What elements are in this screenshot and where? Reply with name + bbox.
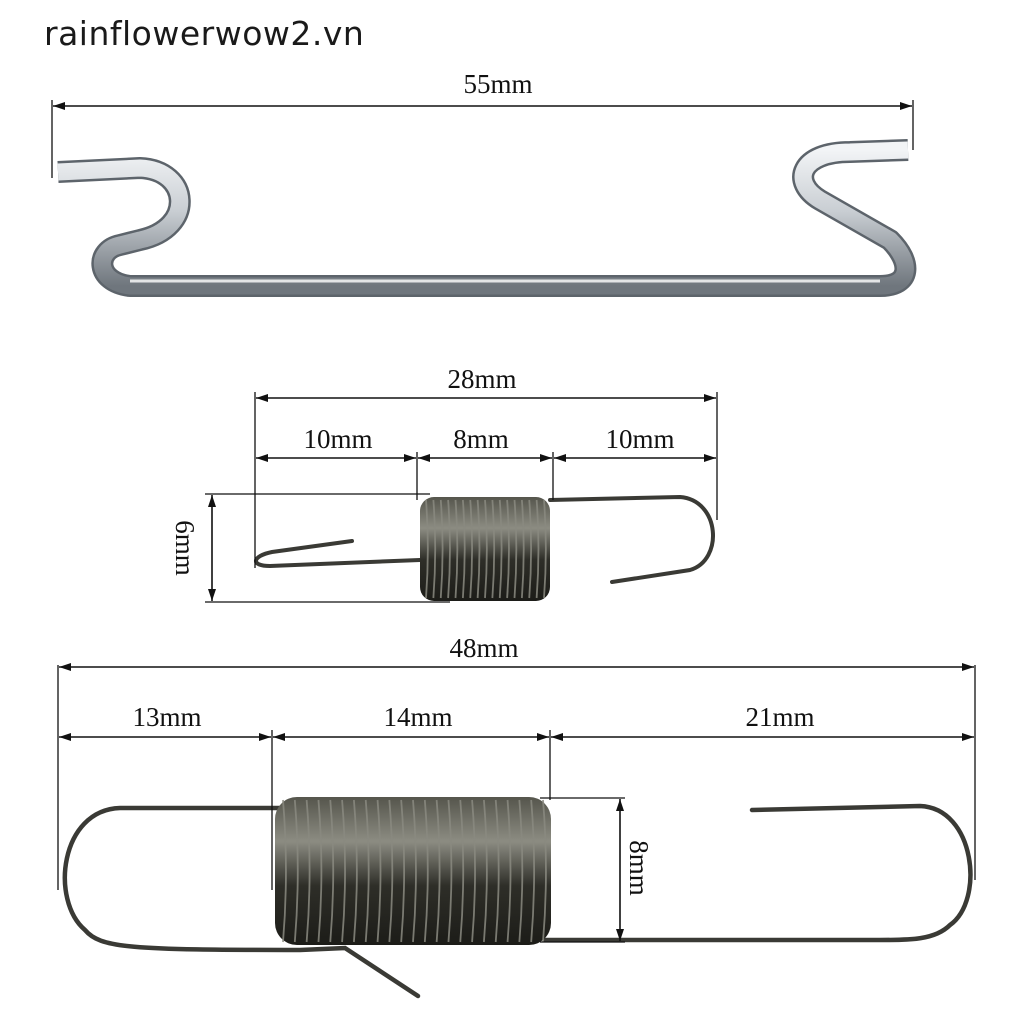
coil-turn	[498, 499, 503, 599]
coil-turn	[435, 799, 441, 943]
dimension-label-right-10mm: 10mm	[605, 424, 674, 454]
coil-turn	[329, 799, 335, 943]
hook-rod-outline	[57, 139, 917, 297]
coil-turn	[400, 799, 406, 943]
hook-rod	[57, 139, 917, 297]
watermark-text: rainflowerwow2.vn	[44, 14, 365, 53]
small-spring-dimensions: 28mm 10mm 8mm 10mm 6mm	[170, 364, 718, 603]
large-spring-left-loop	[62, 805, 421, 999]
large-spring	[62, 797, 973, 999]
coil-turn	[520, 499, 525, 599]
coil-turn	[491, 499, 496, 599]
dimension-label-8mm-diameter: 8mm	[624, 840, 654, 896]
dimension-label-8mm-coil: 8mm	[453, 424, 509, 454]
large-spring-dimensions: 48mm 13mm 14mm 21mm 8mm	[57, 633, 976, 943]
dimension-label-6mm: 6mm	[170, 520, 200, 576]
coil-turn	[447, 799, 453, 943]
coil-turn	[518, 799, 524, 943]
dimension-label-13mm: 13mm	[132, 702, 201, 732]
dimension-label-14mm: 14mm	[383, 702, 452, 732]
coil-turn	[484, 499, 488, 599]
dimension-label-left-10mm: 10mm	[303, 424, 372, 454]
coil-turn	[412, 799, 417, 943]
coil-turn	[543, 499, 547, 599]
coil-turn	[461, 499, 466, 599]
dimension-label-48mm: 48mm	[449, 633, 518, 663]
large-spring-right-loop	[542, 803, 973, 943]
coil-turn	[471, 799, 476, 943]
coil-turn	[341, 799, 346, 943]
hook-rod-body	[57, 141, 914, 295]
hook-rod-dimension: 55mm	[51, 69, 914, 178]
coil-turn	[513, 499, 518, 599]
coil-turn	[476, 499, 481, 599]
dimension-label-21mm: 21mm	[745, 702, 814, 732]
small-spring-left-hook	[254, 539, 422, 569]
coil-turn	[364, 799, 370, 943]
coil-turn	[483, 799, 488, 943]
coil-turn	[432, 499, 437, 599]
coil-turn	[447, 499, 451, 599]
coil-turn	[542, 799, 547, 943]
coil-turn	[376, 799, 382, 943]
coil-turn	[459, 799, 465, 943]
coil-turn	[454, 499, 459, 599]
coil-turn	[282, 799, 287, 943]
dimension-label-28mm: 28mm	[447, 364, 516, 394]
coil-turn	[506, 799, 512, 943]
coil-turn	[423, 799, 429, 943]
large-spring-coil-turns	[282, 799, 547, 943]
small-spring	[254, 494, 715, 601]
coil-turn	[528, 499, 532, 599]
coil-turn	[317, 799, 323, 943]
small-spring-coil	[420, 497, 550, 601]
coil-turn	[293, 799, 299, 943]
coil-turn	[305, 799, 311, 943]
coil-turn	[530, 799, 536, 943]
coil-turn	[353, 799, 358, 943]
dimension-label-55mm: 55mm	[463, 69, 532, 99]
coil-turn	[425, 499, 429, 599]
coil-turn	[469, 499, 473, 599]
coil-turn	[535, 499, 540, 599]
small-spring-coil-turns	[425, 499, 547, 599]
coil-turn	[439, 499, 444, 599]
small-spring-right-hook	[548, 494, 715, 584]
coil-turn	[388, 799, 394, 943]
coil-turn	[506, 499, 510, 599]
coil-turn	[494, 799, 500, 943]
